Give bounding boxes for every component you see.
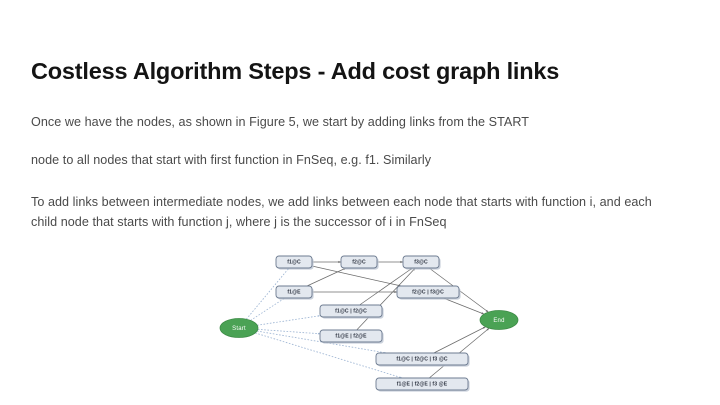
graph-node[interactable]: f1@C | f2@C xyxy=(319,304,384,319)
graph-terminal-node[interactable]: End xyxy=(479,310,519,330)
graph-edge-arrowhead xyxy=(485,309,489,313)
paragraph-2: node to all nodes that start with first … xyxy=(31,152,432,167)
graph-edge xyxy=(250,297,286,321)
graph-edge xyxy=(256,330,387,354)
graph-node[interactable]: f1@E | f2@E | f3 @E xyxy=(375,377,470,392)
node-box xyxy=(319,304,383,318)
graph-edge-arrowhead xyxy=(486,328,490,331)
node-label: f1@C | f2@C | f3 @C xyxy=(396,357,448,363)
graph-node[interactable]: f1@C | f2@C | f3 @C xyxy=(375,352,470,367)
node-label: f1@E xyxy=(287,290,301,296)
node-box xyxy=(275,255,313,269)
node-box xyxy=(340,255,378,269)
node-label: f1@E | f2@E xyxy=(335,334,367,340)
paragraph-1: Once we have the nodes, as shown in Figu… xyxy=(31,114,529,129)
graph-node[interactable]: f1@E | f2@E xyxy=(319,329,384,344)
graph-edge xyxy=(356,267,416,331)
node-box xyxy=(402,255,440,269)
graph-edge xyxy=(257,315,321,326)
graph-edge xyxy=(311,265,402,287)
paragraph-3: To add links between intermediate nodes,… xyxy=(31,194,652,229)
node-label: f2@C | f3@C xyxy=(412,290,444,296)
graph-edge xyxy=(257,328,321,335)
graph-node[interactable]: f1@C xyxy=(275,255,314,270)
graph-edge xyxy=(245,267,290,320)
graph-edge xyxy=(443,297,485,315)
terminal-node-label: End xyxy=(493,318,504,324)
node-label: f3@C xyxy=(414,260,428,266)
node-label: f1@C | f2@C xyxy=(335,309,367,315)
graph-edge xyxy=(306,267,347,287)
graph-edge xyxy=(433,326,486,354)
cost-graph-svg: Start End f1@C f2@C f3@C f1@E f2@C | f3@C f1@C … xyxy=(219,255,519,392)
graph-node[interactable]: f2@C xyxy=(340,255,379,270)
terminal-ellipse xyxy=(479,310,519,330)
graph-node[interactable]: f1@E xyxy=(275,285,314,300)
terminal-ellipse xyxy=(219,318,259,338)
graph-edge xyxy=(359,267,413,306)
cost-graph-diagram: Start End f1@C f2@C f3@C f1@E f2@C | f3@C f1@C … xyxy=(210,248,530,403)
node-label: f1@E | f2@E | f3 @E xyxy=(397,382,448,388)
graph-edge-arrowhead xyxy=(338,260,341,264)
terminal-node-label: Start xyxy=(232,326,246,332)
node-box xyxy=(319,329,383,343)
graph-edge-arrowhead xyxy=(481,312,485,315)
node-label: f1@C xyxy=(287,260,301,266)
graph-terminal-node[interactable]: Start xyxy=(219,318,259,338)
graph-edge-arrowhead xyxy=(317,332,320,335)
graph-edge xyxy=(255,332,403,379)
graph-edge-arrowhead xyxy=(317,315,320,317)
graph-node[interactable]: f2@C | f3@C xyxy=(396,285,461,300)
graph-edge-arrowhead xyxy=(394,290,397,294)
node-box xyxy=(396,285,460,299)
node-label: f2@C xyxy=(352,260,366,266)
graph-edge-arrowhead xyxy=(400,260,403,264)
node-box xyxy=(375,377,469,391)
node-layer: Start End f1@C f2@C f3@C f1@E f2@C | f3@C f1@C … xyxy=(219,255,519,392)
node-box xyxy=(275,285,313,299)
page-title: Costless Algorithm Steps - Add cost grap… xyxy=(31,57,560,84)
node-box xyxy=(375,352,469,366)
graph-edge-arrowhead xyxy=(482,326,486,329)
graph-node[interactable]: f3@C xyxy=(402,255,441,270)
